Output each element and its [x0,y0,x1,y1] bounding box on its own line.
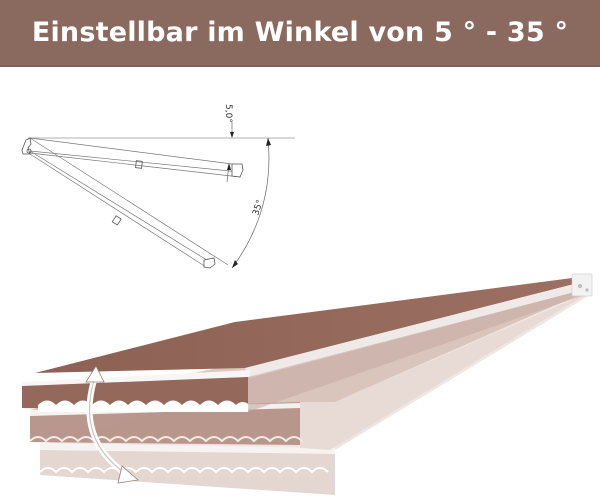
angle-diagram: 35° 5,0° [21,104,295,269]
angle-arc-35 [231,137,270,269]
wall-mount-mechanism [571,273,593,297]
wall-bracket-icon [21,137,32,155]
banner-title: Einstellbar im Winkel von 5 ° - 35 ° [31,17,569,48]
curved-double-arrow-icon [85,365,139,484]
min-angle-label: 5,0° [223,104,233,123]
awning-position-5 [22,273,593,412]
title-banner: Einstellbar im Winkel von 5 ° - 35 ° [0,0,600,67]
awning-illustration [22,273,593,495]
max-angle-label: 35° [251,199,265,217]
